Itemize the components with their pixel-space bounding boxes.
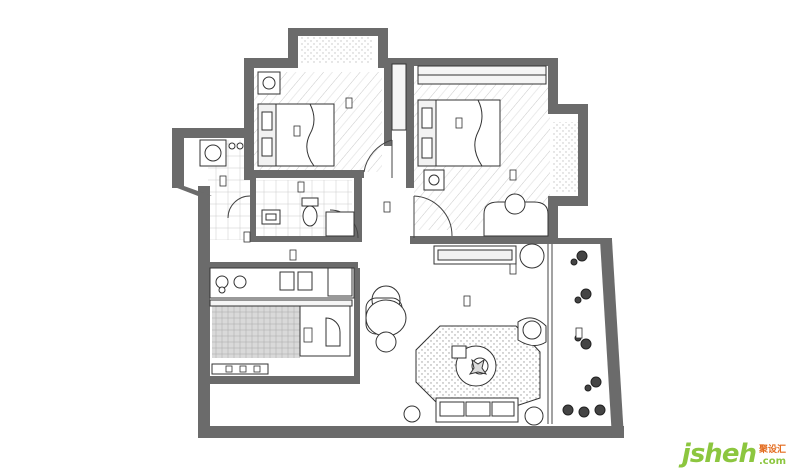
wall-right-mid: [548, 196, 558, 244]
plant-icon: [562, 250, 606, 418]
wall-right-upper: [548, 58, 558, 110]
wall-bed-left-right: [384, 64, 392, 146]
watermark-domain: .com: [758, 456, 786, 467]
kitchen-cabinet: [299, 305, 351, 357]
plant-icon: [524, 406, 544, 426]
watermark-cn: 聚设汇: [758, 445, 786, 455]
wall-kitchen-top: [208, 262, 358, 268]
wall-bath-left: [250, 170, 256, 242]
wall-bed-right-left: [406, 64, 414, 188]
watermark-right: 聚设汇 .com: [759, 445, 786, 467]
kitchen-grid-floor: [212, 302, 300, 358]
wall-right-balcony-outer: [600, 240, 624, 438]
wall-top-balcony-top: [288, 28, 388, 36]
wall-left-outer: [198, 186, 210, 438]
wall-balcony-top: [548, 238, 612, 244]
door-laundry: [227, 195, 251, 219]
wall-top-balcony-left: [288, 28, 298, 68]
bed-icon: [417, 99, 501, 167]
dining-table-icon: [365, 285, 407, 353]
wardrobe-icon: [391, 63, 407, 131]
wall-bath-right: [354, 170, 362, 242]
outlet-markers: [219, 97, 583, 373]
wall-right-balcony-bottom: [548, 196, 588, 206]
wall-top-balcony-right: [378, 28, 388, 68]
wall-top-left: [244, 58, 292, 68]
fridge: [327, 267, 353, 297]
furniture: [199, 63, 606, 426]
wall-right-balcony-top: [548, 104, 586, 114]
balcony-top-floor: [300, 36, 372, 64]
toilet-icon: [301, 197, 319, 227]
washer-icon: [199, 139, 227, 167]
doors: [227, 139, 453, 239]
wall-top-mid: [378, 58, 408, 68]
wall-bed-left-bottom: [252, 170, 364, 178]
wall-bed-left-left: [244, 58, 254, 180]
plant-icon: [403, 405, 421, 423]
watermark: jsheh 聚设汇 .com: [682, 441, 786, 467]
wall-laundry-left: [172, 128, 184, 188]
plant-icon: [519, 243, 545, 269]
wall-bed-right-bottom: [410, 236, 556, 244]
balcony-right-floor: [552, 122, 578, 192]
sofa-icon: [435, 397, 519, 423]
watermark-logo: jsheh: [681, 439, 757, 469]
wall-right-balcony-right: [578, 104, 588, 204]
door-bed-left: [363, 139, 393, 173]
wall-wardrobe-top: [408, 58, 556, 66]
wardrobe-icon: [417, 65, 547, 85]
stove-icon: [215, 275, 247, 294]
kitchen-side-counter: [209, 299, 353, 307]
sink-icon: [261, 209, 281, 225]
armchair-icon: [517, 317, 547, 346]
walls: [172, 28, 624, 438]
door-bed-right: [413, 195, 453, 237]
desk: [483, 201, 549, 237]
side-table: [451, 345, 467, 359]
wall-kitchen-right: [354, 268, 360, 376]
sink-icon: [279, 271, 313, 291]
wall-bath-bottom: [252, 236, 362, 242]
wall-bottom-left-stub: [198, 376, 360, 384]
wall-laundry-diag: [172, 186, 212, 196]
shower-area: [325, 211, 355, 237]
wall-laundry-top: [172, 128, 244, 138]
wall-bottom: [198, 426, 624, 438]
